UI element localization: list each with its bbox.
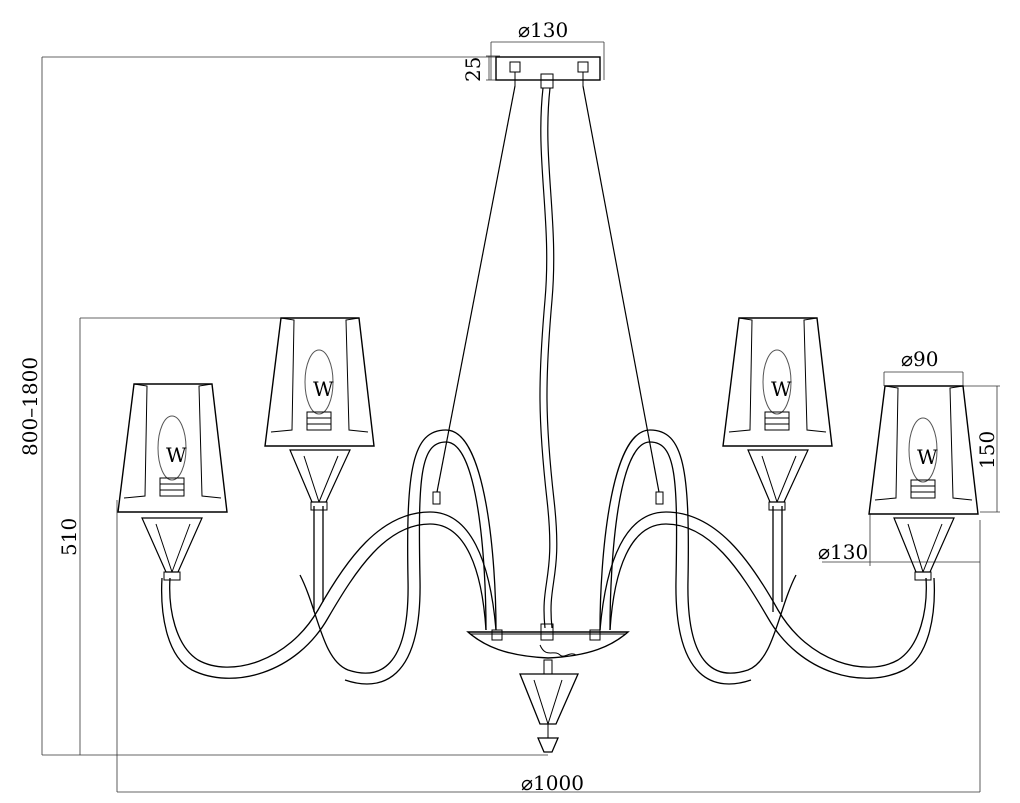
lamp-left-bulb-glyph: W	[313, 377, 334, 401]
total-height-label: 800–1800	[18, 357, 42, 456]
canopy-height-label: 25	[461, 57, 485, 82]
lamp-far-right-bulb-glyph: W	[917, 445, 938, 469]
bottom-finial	[519, 659, 579, 753]
shade-height-label: 150	[975, 431, 999, 469]
lamp-right-bulb-glyph: W	[771, 377, 792, 401]
lamp-left: W	[264, 317, 375, 511]
ceiling-canopy	[495, 56, 601, 89]
shade-bottom-diameter-label: ⌀130	[818, 540, 868, 564]
lamp-far-right: W	[868, 385, 979, 581]
chandelier-arms	[161, 429, 935, 685]
center-bowl	[466, 623, 630, 659]
canopy-diameter-label: ⌀130	[518, 18, 568, 42]
power-cable	[539, 87, 558, 629]
shade-top-diameter-label: ⌀90	[901, 347, 939, 371]
lamp-far-left-bulb-glyph: W	[166, 443, 187, 467]
lamp-far-left: W	[117, 383, 228, 581]
body-height-label: 510	[57, 518, 81, 556]
lamp-right: W	[722, 317, 833, 511]
overall-diameter-label: ⌀1000	[521, 771, 584, 795]
dimension-lines	[41, 41, 1000, 793]
suspension-wires	[432, 85, 664, 505]
